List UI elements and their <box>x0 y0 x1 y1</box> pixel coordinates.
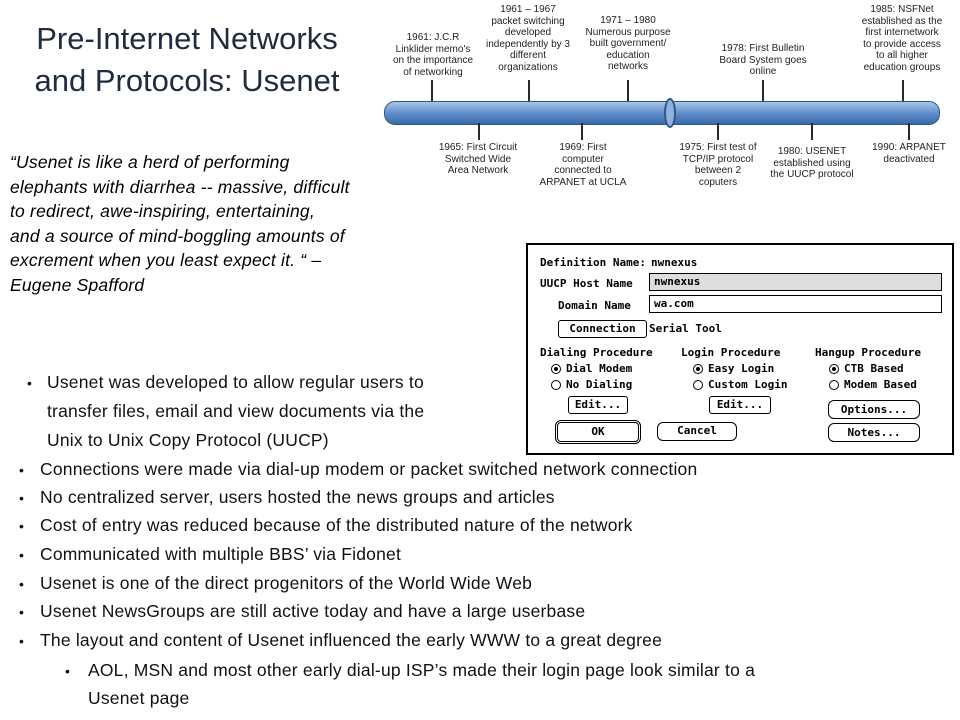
bullet-layout-influence: The layout and content of Usenet influen… <box>40 630 663 650</box>
bullet-marker: • <box>19 604 24 620</box>
bullet-marker: • <box>19 490 24 506</box>
notes-button[interactable]: Notes... <box>828 423 920 442</box>
custom-login-radio[interactable] <box>693 380 703 390</box>
login-procedure-heading: Login Procedure <box>681 346 781 359</box>
domain-name-label: Domain Name <box>558 299 631 312</box>
bullet-marker: • <box>19 547 24 563</box>
timeline-tick <box>908 123 910 140</box>
bullet-marker: • <box>19 633 24 649</box>
timeline-label-usenet-established: 1980: USENET established using the UUCP … <box>770 146 854 180</box>
timeline-label-packet-switching: 1961 – 1967 packet switching developed i… <box>486 4 570 73</box>
timeline-label-circuit-wan: 1965: First Circuit Switched Wide Area N… <box>438 142 518 176</box>
uucp-host-field[interactable]: nwnexus <box>649 273 942 291</box>
connection-tool-value: Serial Tool <box>649 322 722 335</box>
custom-login-label: Custom Login <box>708 378 788 391</box>
uucp-config-dialog: Definition Name: nwnexus UUCP Host Name … <box>526 243 954 455</box>
uucp-host-label: UUCP Host Name <box>540 277 633 290</box>
timeline-tick <box>811 123 813 140</box>
dialing-edit-button[interactable]: Edit... <box>568 396 628 414</box>
sub-bullet-isp-line-1: AOL, MSN and most other early dial-up IS… <box>88 660 756 680</box>
dialing-procedure-heading: Dialing Procedure <box>540 346 653 359</box>
timeline-label-arpanet-deactivated: 1990: ARPANET deactivated <box>872 142 946 165</box>
hangup-procedure-heading: Hangup Procedure <box>815 346 921 359</box>
quote-line: and a source of mind-boggling amounts of <box>10 225 345 246</box>
sub-bullet-isp-line-2: Usenet page <box>88 688 190 708</box>
timeline-label-arpanet-ucla: 1969: First computer connected to ARPANE… <box>539 142 627 188</box>
bullet-uucp-line-2: transfer files, email and view documents… <box>47 401 425 421</box>
ok-button[interactable]: OK <box>555 420 641 444</box>
dial-modem-label: Dial Modem <box>566 362 633 375</box>
timeline-tick <box>581 123 583 140</box>
quote-line: excrement when you least expect it. “ – <box>10 250 322 271</box>
domain-name-field[interactable]: wa.com <box>649 295 942 313</box>
options-button[interactable]: Options... <box>828 400 920 419</box>
definition-name-value: nwnexus <box>651 256 698 269</box>
connection-button[interactable]: Connection <box>558 320 647 338</box>
bullet-marker: • <box>19 462 24 478</box>
quote-line: elephants with diarrhea -- massive, diff… <box>10 176 350 197</box>
sub-bullet-marker: • <box>65 663 70 679</box>
network-history-timeline: 1961: J.C.R Linklider memo's on the impo… <box>368 0 960 200</box>
ctb-based-label: CTB Based <box>844 362 904 375</box>
bullet-uucp-line-1: Usenet was developed to allow regular us… <box>47 372 424 392</box>
bullet-connections: Connections were made via dial-up modem … <box>40 459 698 479</box>
bullet-progenitor: Usenet is one of the direct progenitors … <box>40 573 533 593</box>
timeline-break-marker <box>664 98 676 128</box>
timeline-tick <box>717 123 719 140</box>
bullet-marker: • <box>19 518 24 534</box>
quote-line: Eugene Spafford <box>10 274 145 295</box>
slide-title-line-2: and Protocols: Usenet <box>34 63 340 98</box>
login-edit-button[interactable]: Edit... <box>709 396 771 414</box>
ctb-based-radio[interactable] <box>829 364 839 374</box>
easy-login-radio[interactable] <box>693 364 703 374</box>
timeline-tick <box>902 80 904 102</box>
bullet-newsgroups: Usenet NewsGroups are still active today… <box>40 601 586 621</box>
timeline-bar <box>384 101 940 125</box>
quote-line: “Usenet is like a herd of performing <box>10 152 290 172</box>
timeline-tick <box>478 123 480 140</box>
dial-modem-radio[interactable] <box>551 364 561 374</box>
modem-based-label: Modem Based <box>844 378 917 391</box>
cancel-button[interactable]: Cancel <box>657 422 737 441</box>
modem-based-radio[interactable] <box>829 380 839 390</box>
slide-title-line-1: Pre-Internet Networks <box>36 21 338 56</box>
bullet-marker: • <box>19 576 24 592</box>
slide-title: Pre-Internet Networks and Protocols: Use… <box>6 18 368 102</box>
timeline-tick <box>528 80 530 102</box>
quote-line: to redirect, awe-inspiring, entertaining… <box>10 201 315 222</box>
bullet-marker: • <box>27 375 32 391</box>
timeline-tick <box>627 80 629 102</box>
timeline-label-1961-memo: 1961: J.C.R Linklider memo's on the impo… <box>392 32 474 78</box>
spafford-quote: “Usenet is like a herd of performing ele… <box>10 150 450 298</box>
timeline-tick <box>762 80 764 102</box>
timeline-label-tcpip-test: 1975: First test of TCP/IP protocol betw… <box>679 142 757 188</box>
bullet-cost-of-entry: Cost of entry was reduced because of the… <box>40 515 633 535</box>
easy-login-label: Easy Login <box>708 362 775 375</box>
definition-name-label: Definition Name: <box>540 256 646 269</box>
no-dialing-radio[interactable] <box>551 380 561 390</box>
bullet-uucp-line-3: Unix to Unix Copy Protocol (UUCP) <box>47 430 329 450</box>
timeline-label-first-bbs: 1978: First Bulletin Board System goes o… <box>719 43 807 77</box>
no-dialing-label: No Dialing <box>566 378 633 391</box>
timeline-tick <box>431 80 433 102</box>
bullet-fidonet: Communicated with multiple BBS’ via Fido… <box>40 544 402 564</box>
bullet-no-server: No centralized server, users hosted the … <box>40 487 555 507</box>
timeline-label-purpose-networks: 1971 – 1980 Numerous purpose built gover… <box>585 15 671 72</box>
timeline-label-nsfnet: 1985: NSFNet established as the first in… <box>861 4 943 73</box>
